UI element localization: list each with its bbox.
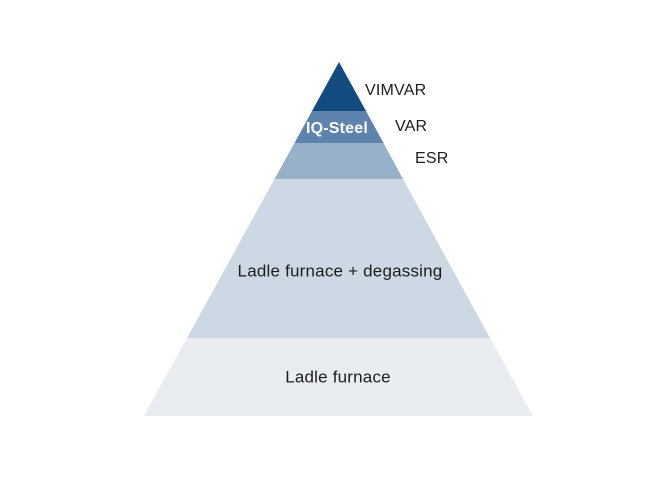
pyramid-layer-esr	[274, 143, 403, 179]
pyramid-layer-vimvar	[312, 62, 366, 111]
pyramid-layer-ladle-furnace	[144, 338, 533, 416]
inner-label-ladle-furnace: Ladle furnace	[285, 367, 391, 387]
pyramid-layer-var	[294, 111, 384, 143]
side-label-esr: ESR	[415, 150, 449, 167]
side-label-var: VAR	[395, 118, 428, 135]
inner-label-ladle-furnace-degassing: Ladle furnace + degassing	[237, 261, 443, 281]
inner-label-iq-steel: IQ-Steel	[305, 120, 369, 137]
side-label-vimvar: VIMVAR	[365, 82, 427, 99]
pyramid-layer-ladle-furnace-degassing	[187, 179, 490, 338]
